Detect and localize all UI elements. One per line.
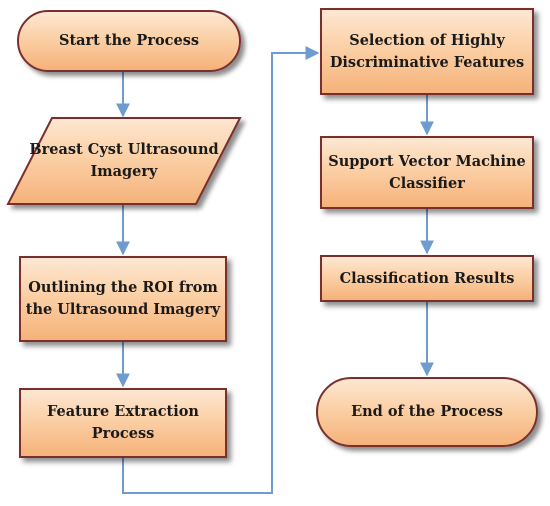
selection-line-3: Features bbox=[453, 53, 525, 71]
selection-line-1: Selection of Highly bbox=[349, 31, 505, 49]
input-node-breast-cyst-imagery: Breast Cyst Ultrasound Imagery bbox=[8, 118, 240, 204]
end-terminator: End of the Process bbox=[316, 377, 538, 447]
input-line-2: Ultrasound bbox=[127, 141, 219, 158]
selection-line-2: Discriminative bbox=[329, 53, 449, 71]
input-line-3: Imagery bbox=[90, 163, 158, 180]
svm-classifier-process: Support Vector Machine Classifier bbox=[320, 136, 534, 209]
edge-extraction-to-selection bbox=[122, 46, 320, 494]
feature-extraction-process: Feature Extraction Process bbox=[19, 388, 227, 458]
svm-line-2: Machine Classifier bbox=[389, 152, 526, 192]
results-label: Classification Results bbox=[339, 269, 515, 287]
start-label: Start the Process bbox=[58, 32, 200, 49]
end-label: End of the Process bbox=[351, 403, 503, 420]
classification-results-process: Classification Results bbox=[320, 255, 534, 302]
roi-line-3: Imagery bbox=[153, 301, 221, 318]
roi-line-2: from the Ultrasound bbox=[25, 279, 218, 318]
start-terminator: Start the Process bbox=[17, 10, 241, 72]
connector-group bbox=[116, 46, 434, 494]
roi-outline-process: Outlining the ROI from the Ultrasound Im… bbox=[19, 256, 227, 342]
extraction-line-2: Process bbox=[91, 425, 155, 442]
feature-selection-process: Selection of Highly Discriminative Featu… bbox=[320, 8, 534, 95]
input-parallelogram-shape bbox=[6, 117, 242, 205]
input-line-1: Breast Cyst bbox=[29, 141, 123, 158]
extraction-line-1: Feature Extraction bbox=[47, 403, 199, 420]
svm-line-1: Support Vector bbox=[328, 152, 451, 170]
roi-line-1: Outlining the ROI bbox=[28, 279, 174, 296]
